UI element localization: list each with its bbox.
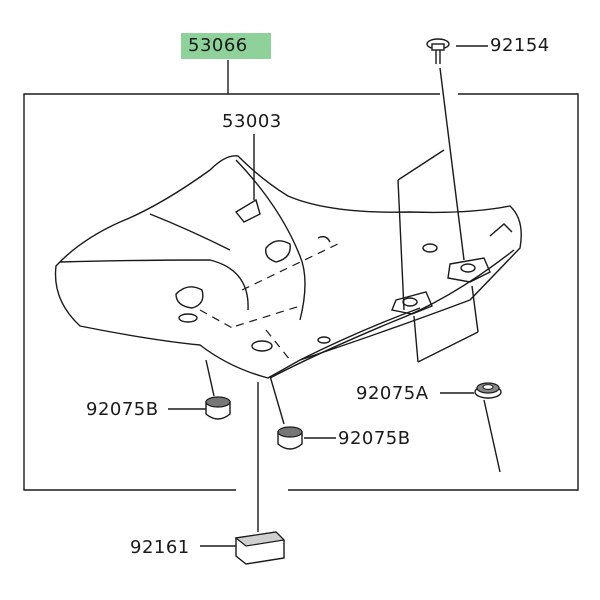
damper-right-part [277,426,303,450]
leader-lines [168,45,501,547]
pad-part [234,531,286,565]
damper-left-part [205,396,231,420]
seat-part [54,155,522,379]
grommet-part [474,382,502,399]
bolt-part-number: 92154 [490,35,550,56]
damper-b-left-part-number: 92075B [86,399,159,420]
pad-part-number: 92161 [130,537,190,558]
seat-part-number: 53003 [222,111,282,132]
bolt-part [426,38,450,64]
assembly-highlight [181,33,271,59]
damper-b-right-part-number: 92075B [338,428,411,449]
damper-a-part-number: 92075A [356,383,429,404]
mount-guide [397,149,479,363]
assembly-bracket [23,60,579,491]
assembly-part-number: 53066 [188,35,248,56]
